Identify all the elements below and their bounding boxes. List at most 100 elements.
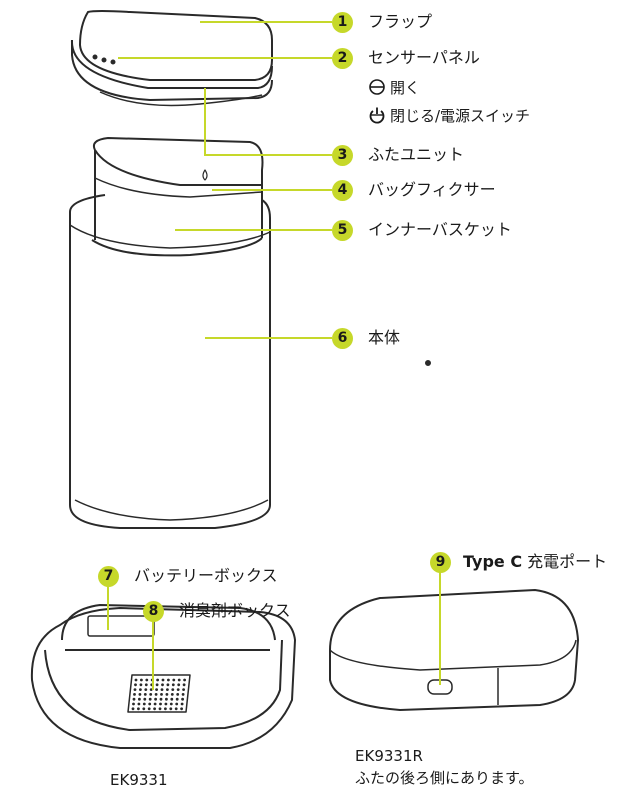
grid-dot: [167, 678, 170, 682]
callout-label-flap: フラップ: [368, 12, 433, 31]
callout-number-8: 8: [143, 601, 164, 622]
leader-lines: [107, 21, 441, 690]
model-right-note: ふたの後ろ側にあります。: [355, 769, 534, 787]
grid-dot: [177, 678, 181, 682]
callout-label-inner-basket: インナーバスケット: [368, 220, 512, 239]
callout-number-6: 6: [332, 328, 353, 349]
grid-dot: [181, 693, 185, 696]
callout-label-bag-fixer: バッグフィクサー: [368, 180, 496, 199]
grid-dot: [165, 693, 169, 696]
grid-dot: [170, 697, 174, 701]
inner-basket-drawing: [91, 137, 264, 257]
flap-drawing: [70, 10, 273, 107]
grid-dot: [183, 678, 187, 682]
grid-dot: [182, 683, 186, 687]
callout-label-charging-port: Type C 充電ポート: [463, 552, 607, 572]
grid-dot: [149, 693, 153, 696]
callout-label-battery-box: バッテリーボックス: [134, 566, 278, 585]
grid-dot: [177, 683, 181, 687]
grid-dot: [147, 707, 151, 711]
model-left-caption: EK9331: [110, 771, 168, 789]
grid-dot: [172, 678, 176, 682]
grid-dot: [154, 697, 158, 701]
charging-port-label: 充電ポート: [522, 552, 608, 571]
grid-dot: [138, 693, 142, 696]
grid-dot: [171, 688, 175, 691]
grid-dot: [148, 702, 152, 706]
grid-dot: [166, 688, 169, 691]
sensor-close-row: 閉じる/電源スイッチ: [368, 106, 530, 126]
lid-back-drawing: [329, 589, 579, 711]
grid-dot: [134, 683, 137, 687]
callout-label-body: 本体: [368, 328, 401, 347]
grid-dot: [156, 678, 160, 682]
grid-dot: [175, 697, 179, 701]
callout-number-7: 7: [98, 566, 119, 587]
callout-number-3: 3: [332, 145, 353, 166]
grid-dot: [144, 688, 148, 691]
callout-label-lid-unit: ふたユニット: [368, 145, 465, 164]
grid-dot: [161, 678, 165, 682]
grid-dot: [138, 697, 141, 701]
power-icon: [369, 107, 385, 124]
callout-number-4: 4: [332, 180, 353, 201]
grid-dot: [131, 707, 135, 711]
grid-dot: [176, 693, 180, 696]
grid-dot: [161, 683, 164, 687]
grid-dot: [155, 688, 159, 691]
model-right-caption: EK9331R: [355, 747, 423, 765]
sensor-open-row: 開く: [368, 78, 420, 98]
grid-dot: [155, 683, 159, 687]
grid-dot: [145, 678, 149, 682]
grid-dot: [149, 688, 153, 691]
callout-number-5: 5: [332, 220, 353, 241]
grid-dot: [169, 707, 173, 711]
grid-dot: [164, 702, 168, 706]
grid-dot: [140, 678, 143, 682]
grid-dot: [176, 688, 180, 691]
callout-label-deodorant-box: 消臭剤ボックス: [179, 601, 291, 620]
lid-underside-drawing: [30, 604, 296, 749]
grid-dot: [169, 702, 173, 706]
grid-dot: [180, 702, 184, 706]
grid-dot: [170, 693, 174, 696]
grid-dot: [132, 697, 136, 701]
grid-dot: [134, 678, 138, 682]
grid-dot: [139, 688, 142, 691]
grid-dot: [153, 707, 157, 711]
grid-dot: [144, 683, 148, 687]
grid-dot: [159, 697, 163, 701]
grid-dot: [133, 688, 137, 691]
grid-dot: [180, 707, 184, 711]
grid-dot: [171, 683, 175, 687]
grid-dot: [142, 707, 146, 711]
grid-dot: [164, 707, 167, 711]
grid-dot: [143, 697, 147, 701]
body-drawing: [69, 194, 431, 529]
open-hand-icon: [369, 79, 385, 95]
callout-number-1: 1: [332, 12, 353, 33]
grid-dot: [132, 702, 135, 706]
grid-dot: [160, 693, 163, 696]
grid-dot: [165, 697, 168, 701]
grid-dot: [142, 702, 146, 706]
grid-dot: [133, 693, 136, 696]
grid-dot: [154, 693, 158, 696]
grid-dot: [159, 702, 162, 706]
grid-dot: [158, 707, 162, 711]
grid-dot: [143, 693, 147, 696]
callout-number-2: 2: [332, 48, 353, 69]
grid-dot: [182, 688, 186, 691]
type-c-label: Type C: [463, 552, 523, 571]
grid-dot: [139, 683, 143, 687]
close-power-label: 閉じる/電源スイッチ: [390, 107, 531, 125]
deodorant-grid: [131, 678, 187, 711]
grid-dot: [153, 702, 157, 706]
callout-number-9: 9: [430, 552, 451, 573]
grid-dot: [160, 688, 164, 691]
grid-dot: [137, 702, 141, 706]
grid-dot: [137, 707, 140, 711]
open-label: 開く: [390, 79, 421, 97]
callout-label-sensor-panel: センサーパネル: [368, 48, 480, 67]
